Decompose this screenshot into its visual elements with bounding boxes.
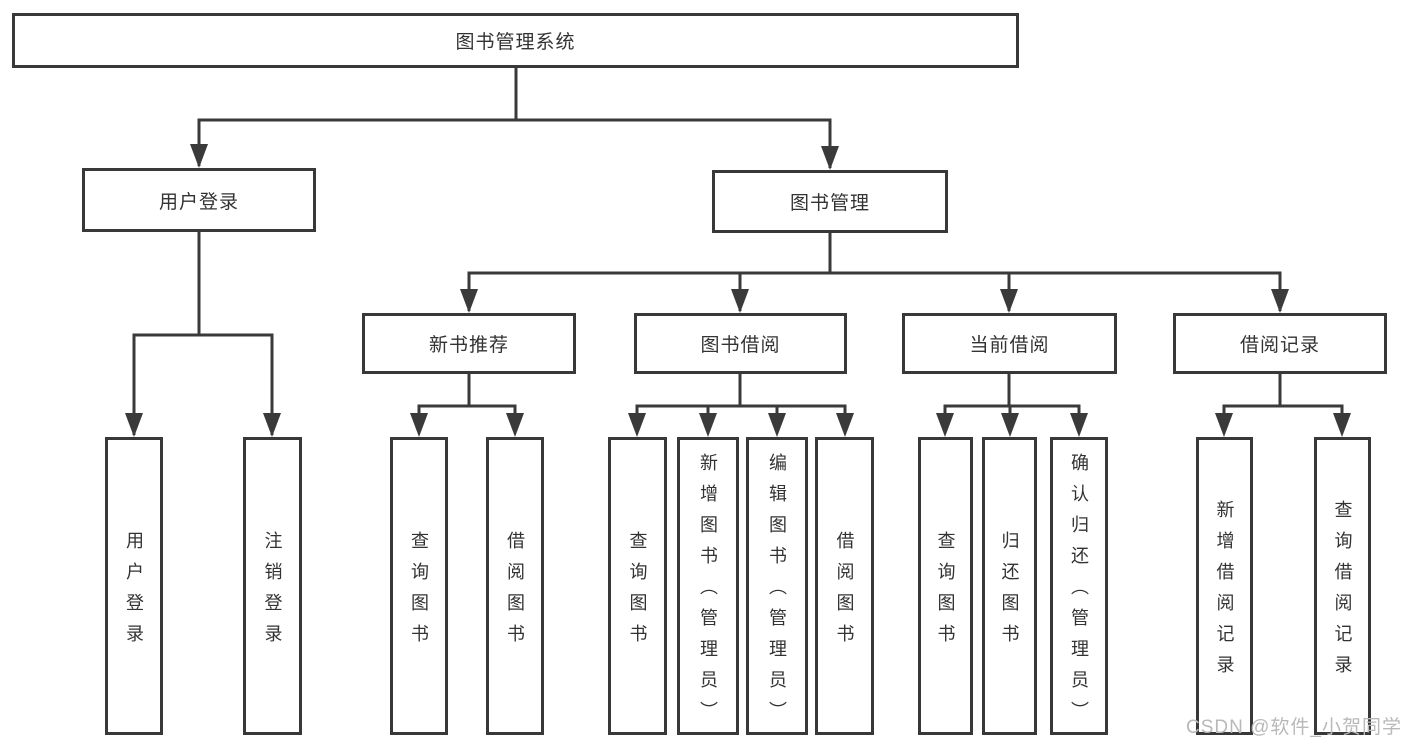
connector-new-book-recommend-to-leaves: [410, 374, 524, 437]
leaf-confirm-return-admin-label: 确认归还（管理员）: [1069, 453, 1089, 732]
node-new-book-recommend: 新书推荐: [362, 313, 576, 374]
arrowhead-down-icon: [1001, 413, 1019, 437]
arrowhead-down-icon: [628, 413, 646, 437]
leaf-logout-label: 注销登录: [262, 530, 283, 655]
leaf-query-book-2-label: 查询图书: [627, 530, 648, 655]
watermark: CSDN @软件_小贺同学: [1186, 717, 1402, 738]
arrowhead-down-icon: [460, 289, 478, 313]
leaf-query-book-3-label: 查询图书: [935, 530, 956, 655]
node-book-borrow-label: 图书借阅: [700, 335, 781, 356]
leaf-edit-book-admin: 编辑图书（管理员）: [746, 437, 808, 735]
leaf-confirm-return-admin: 确认归还（管理员）: [1050, 437, 1108, 735]
leaf-add-borrow-record-label: 新增借阅记录: [1214, 499, 1235, 686]
leaf-query-book-1: 查询图书: [390, 437, 448, 735]
arrowhead-down-icon: [1000, 289, 1018, 313]
arrowhead-down-icon: [1070, 413, 1088, 437]
arrowhead-down-icon: [263, 413, 281, 437]
leaf-query-borrow-record: 查询借阅记录: [1314, 437, 1371, 735]
node-book-borrow: 图书借阅: [634, 313, 847, 374]
connector-book-borrow-to-leaves: [628, 374, 854, 437]
leaf-borrow-book-1: 借阅图书: [486, 437, 544, 735]
connector-borrow-records-to-leaves: [1215, 374, 1351, 437]
arrowhead-down-icon: [190, 144, 208, 168]
leaf-user-login-label: 用户登录: [124, 530, 144, 655]
leaf-add-book-admin-label: 新增图书（管理员）: [698, 453, 718, 732]
leaf-user-login: 用户登录: [105, 437, 163, 735]
node-borrow-records-label: 借阅记录: [1239, 335, 1320, 356]
node-borrow-records: 借阅记录: [1173, 313, 1387, 374]
node-book-management-label: 图书管理: [789, 193, 870, 214]
leaf-return-book-label: 归还图书: [999, 530, 1020, 655]
leaf-return-book: 归还图书: [982, 437, 1037, 735]
leaf-edit-book-admin-label: 编辑图书（管理员）: [767, 453, 787, 732]
arrowhead-down-icon: [1271, 289, 1289, 313]
connector-user-login-to-leaves: [125, 232, 281, 437]
node-root: 图书管理系统: [12, 13, 1019, 68]
arrowhead-down-icon: [699, 413, 717, 437]
arrowhead-down-icon: [1333, 413, 1351, 437]
leaf-borrow-book-1-label: 借阅图书: [505, 530, 525, 655]
leaf-borrow-book-2-label: 借阅图书: [834, 530, 855, 655]
leaf-query-borrow-record-label: 查询借阅记录: [1332, 499, 1353, 686]
node-user-login: 用户登录: [82, 168, 316, 232]
leaf-query-book-1-label: 查询图书: [409, 530, 429, 655]
leaf-borrow-book-2: 借阅图书: [815, 437, 874, 735]
node-current-borrow: 当前借阅: [902, 313, 1117, 374]
node-book-management: 图书管理: [712, 170, 948, 233]
connector-current-borrow-to-leaves: [936, 374, 1088, 437]
node-root-label: 图书管理系统: [455, 32, 576, 53]
arrowhead-down-icon: [410, 413, 428, 437]
arrowhead-down-icon: [1215, 413, 1233, 437]
connector-root-to-level2: [190, 68, 839, 170]
arrowhead-down-icon: [125, 413, 143, 437]
connector-book-management-to-level3: [460, 233, 1289, 313]
leaf-query-book-3: 查询图书: [918, 437, 973, 735]
leaf-logout: 注销登录: [243, 437, 302, 735]
arrowhead-down-icon: [936, 413, 954, 437]
node-user-login-label: 用户登录: [158, 191, 239, 213]
leaf-query-book-2: 查询图书: [608, 437, 667, 735]
arrowhead-down-icon: [731, 289, 749, 313]
arrowhead-down-icon: [821, 146, 839, 170]
leaf-add-borrow-record: 新增借阅记录: [1196, 437, 1253, 735]
arrowhead-down-icon: [768, 413, 786, 437]
arrowhead-down-icon: [836, 413, 854, 437]
node-new-book-recommend-label: 新书推荐: [428, 335, 509, 356]
arrowhead-down-icon: [506, 413, 524, 437]
node-current-borrow-label: 当前借阅: [969, 335, 1050, 356]
leaf-add-book-admin: 新增图书（管理员）: [677, 437, 739, 735]
